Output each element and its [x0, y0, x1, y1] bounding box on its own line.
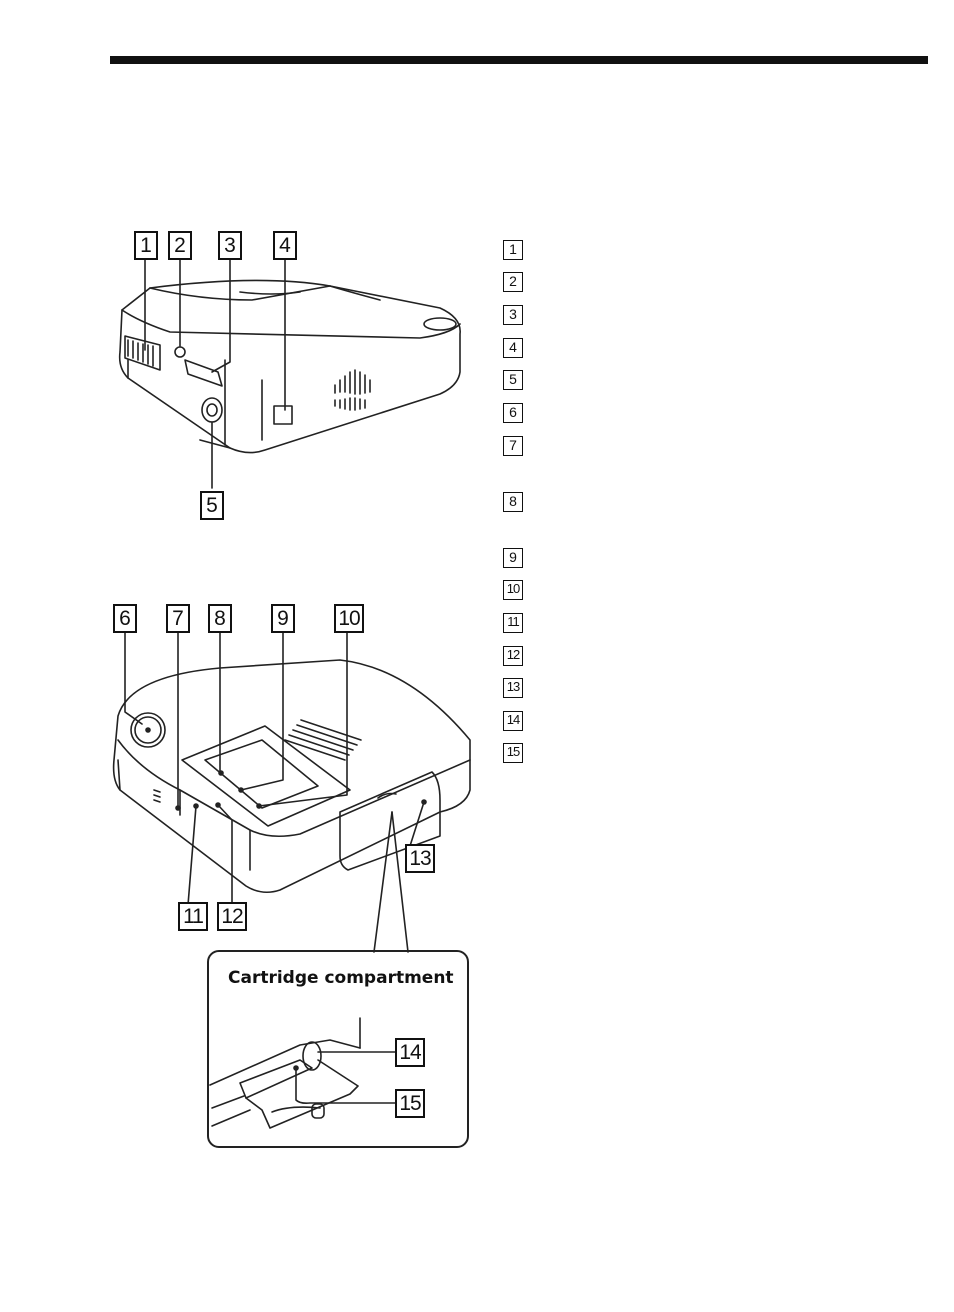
legend-item-8: 8 [503, 492, 523, 512]
cartridge-compartment-callout [207, 950, 469, 1148]
label-10: 10 [334, 604, 364, 633]
legend-item-4: 4 [503, 338, 523, 358]
legend-item-14: 14 [503, 711, 523, 731]
legend-item-3: 3 [503, 305, 523, 325]
label-14: 14 [395, 1038, 425, 1067]
legend-item-7: 7 [503, 436, 523, 456]
label-15: 15 [395, 1089, 425, 1118]
legend-item-10: 10 [503, 580, 523, 600]
label-7: 7 [166, 604, 190, 633]
label-5: 5 [200, 491, 224, 520]
legend-item-13: 13 [503, 678, 523, 698]
header-rule [110, 56, 928, 64]
legend-item-11: 11 [503, 613, 523, 633]
label-9: 9 [271, 604, 295, 633]
label-6: 6 [113, 604, 137, 633]
legend-item-1: 1 [503, 240, 523, 260]
legend-item-2: 2 [503, 272, 523, 292]
legend-item-15: 15 [503, 743, 523, 763]
label-1: 1 [134, 231, 158, 260]
callout-title: Cartridge compartment [228, 968, 454, 988]
label-2: 2 [168, 231, 192, 260]
label-4: 4 [273, 231, 297, 260]
label-8: 8 [208, 604, 232, 633]
label-12: 12 [217, 902, 247, 931]
label-11: 11 [178, 902, 208, 931]
label-3: 3 [218, 231, 242, 260]
legend-item-5: 5 [503, 370, 523, 390]
legend-item-6: 6 [503, 403, 523, 423]
legend-item-9: 9 [503, 548, 523, 568]
label-13: 13 [405, 844, 435, 873]
legend-item-12: 12 [503, 646, 523, 666]
